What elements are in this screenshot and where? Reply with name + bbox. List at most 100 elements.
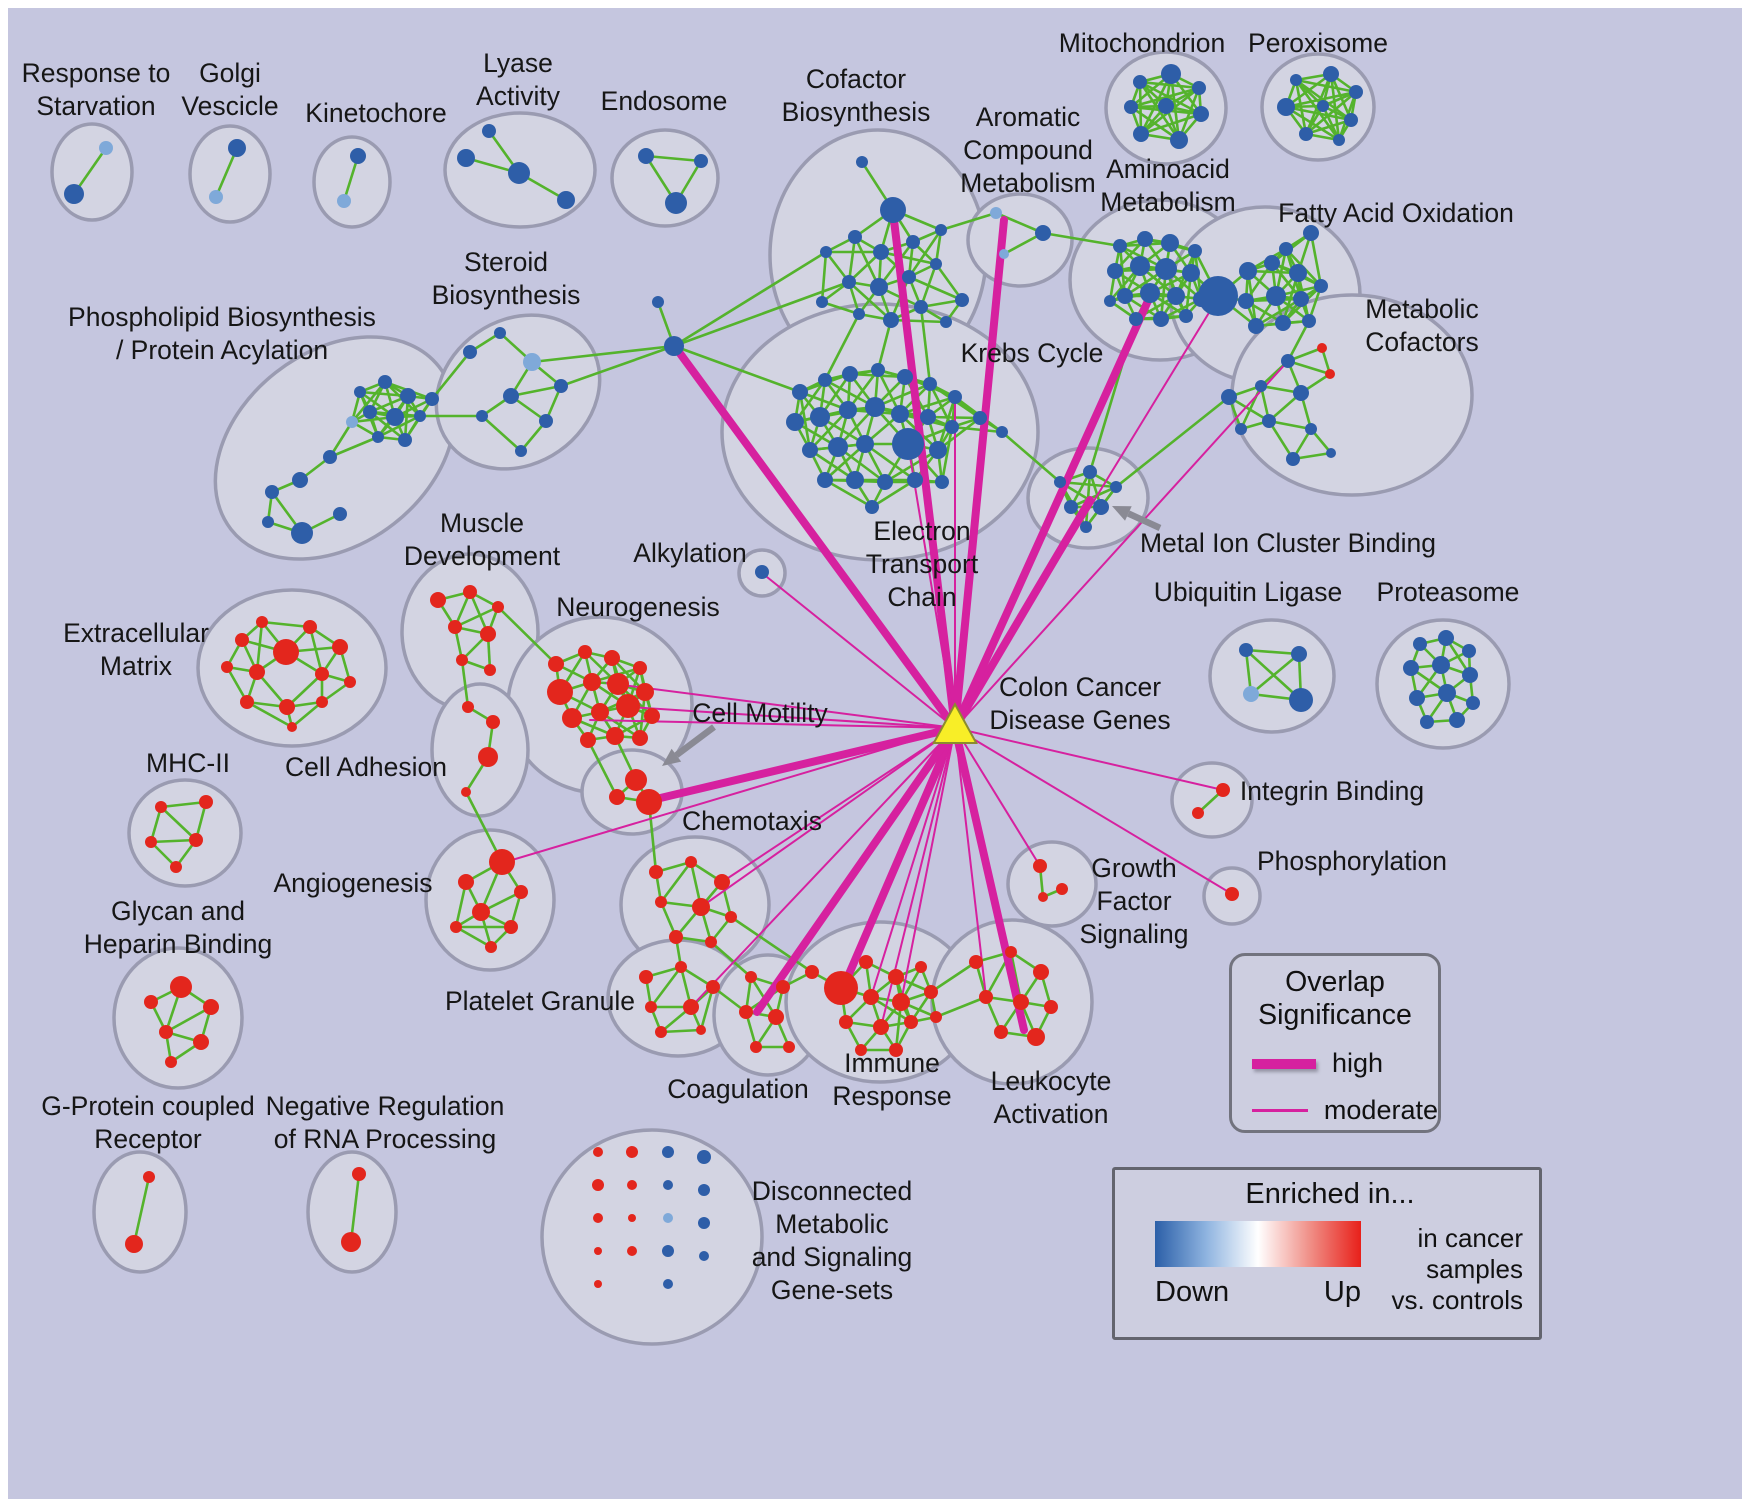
gene-set-edge <box>349 1173 361 1243</box>
gene-set-node <box>848 230 862 244</box>
cluster-label-ubiquitin-ligase: Ubiquitin Ligase <box>1154 577 1343 607</box>
gene-set-node <box>593 1147 603 1157</box>
gene-set-edge <box>1267 420 1295 460</box>
gene-set-node <box>892 993 910 1011</box>
gene-set-node <box>352 1167 366 1181</box>
gene-set-edge <box>1294 79 1341 141</box>
gene-set-node <box>262 516 274 528</box>
gene-set-edge <box>907 229 943 278</box>
gene-set-edge <box>660 1028 702 1034</box>
legend-enriched-in: Enriched in... Down Up in cancer samples… <box>1112 1167 1542 1340</box>
gene-set-edge <box>586 739 619 798</box>
gene-set-node <box>273 639 299 665</box>
gene-set-edge <box>880 250 937 266</box>
cluster-label-neurogenesis: Neurogenesis <box>556 592 720 622</box>
gene-set-node <box>607 673 629 695</box>
gene-set-node <box>515 445 527 457</box>
gene-set-node <box>189 833 203 847</box>
gene-set-node <box>889 1043 903 1057</box>
gene-set-node <box>378 375 392 389</box>
gene-set-node <box>855 1044 867 1056</box>
legend-enriched-title: Enriched in... <box>1245 1178 1415 1210</box>
gene-set-node <box>1235 423 1247 435</box>
gene-set-node <box>739 1005 753 1019</box>
overlap-edge-moderate <box>690 727 956 1008</box>
overlap-edge-moderate <box>721 727 956 883</box>
gene-set-node <box>476 410 488 422</box>
overlap-edge-high <box>672 344 959 732</box>
gene-set-edge <box>149 806 163 843</box>
gene-set-node <box>714 874 730 890</box>
gene-set-node <box>805 965 819 979</box>
gene-set-edge <box>350 381 387 423</box>
cluster-label-angiogenesis: Angiogenesis <box>273 868 432 898</box>
gene-set-edge <box>497 606 557 665</box>
overlap-edge-moderate <box>954 297 1219 729</box>
gene-set-edge <box>699 986 715 1031</box>
overlap-edge-moderate <box>606 682 956 729</box>
gene-set-node <box>1161 64 1181 84</box>
gene-set-node <box>755 565 769 579</box>
gene-set-node <box>1155 258 1177 280</box>
gene-set-node <box>880 197 906 223</box>
gene-set-node <box>824 971 858 1005</box>
gene-set-edge <box>1309 232 1323 287</box>
gene-set-node <box>891 405 909 423</box>
overlap-edge-moderate <box>700 727 956 908</box>
gene-set-node <box>1323 66 1339 82</box>
gene-set-node <box>628 1214 636 1222</box>
gene-set-node <box>1117 288 1133 304</box>
gene-set-edge <box>1255 297 1302 328</box>
gene-set-node <box>315 667 329 681</box>
gene-set-node <box>592 1179 604 1191</box>
gene-set-node <box>663 1213 673 1223</box>
gene-set-node <box>606 727 624 745</box>
gene-set-node <box>1221 389 1237 405</box>
gene-set-node <box>578 645 592 659</box>
gene-set-node <box>461 787 471 797</box>
gene-set-node <box>1303 225 1319 241</box>
gene-set-node <box>1255 380 1267 392</box>
gene-set-node <box>669 930 683 944</box>
overlap-edge-moderate <box>907 443 956 729</box>
gene-set-node <box>914 300 928 314</box>
gene-set-node <box>1158 98 1174 114</box>
overlap-moderate-line-swatch <box>1252 1109 1308 1112</box>
gene-set-node <box>1083 465 1097 479</box>
colon-cancer-hub-triangle <box>932 702 978 744</box>
gene-set-node <box>817 472 833 488</box>
gene-set-node <box>1299 127 1313 141</box>
gene-set-node <box>973 411 987 425</box>
gene-set-node <box>341 1232 361 1252</box>
gene-set-node <box>1033 859 1047 873</box>
pointer-arrow-line <box>1127 510 1162 531</box>
overlap-edge-high <box>951 288 1156 732</box>
overlap-edge-high <box>753 724 959 1016</box>
gene-set-node <box>1266 286 1286 306</box>
gene-set-node <box>1449 712 1465 728</box>
gene-set-node <box>1290 74 1302 86</box>
cluster-label-chemotaxis: Chemotaxis <box>682 806 822 836</box>
gene-set-node <box>1124 100 1138 114</box>
gene-set-node <box>170 861 182 873</box>
gene-set-node <box>159 1025 173 1039</box>
gene-set-node <box>839 401 857 419</box>
legend-enriched-note: in cancer samples vs. controls <box>1391 1223 1524 1315</box>
gene-set-node <box>685 856 697 868</box>
enrichment-gradient-column: Down Up <box>1155 1221 1361 1316</box>
gene-set-node <box>1325 369 1335 379</box>
gene-set-node <box>1137 231 1153 247</box>
gene-set-node <box>1302 314 1316 328</box>
gene-set-edge <box>132 1176 151 1245</box>
gene-set-edge <box>809 448 856 482</box>
gene-set-node <box>649 865 663 879</box>
gene-set-node <box>1238 293 1254 309</box>
gene-set-node <box>792 384 808 400</box>
gene-set-node <box>698 1184 710 1196</box>
gene-set-node <box>514 885 528 899</box>
gene-set-node <box>457 149 475 167</box>
cluster-ellipse-disconnected-metabolic-and-signaling-gene-sets <box>540 1128 764 1346</box>
gene-set-node <box>750 1041 762 1053</box>
